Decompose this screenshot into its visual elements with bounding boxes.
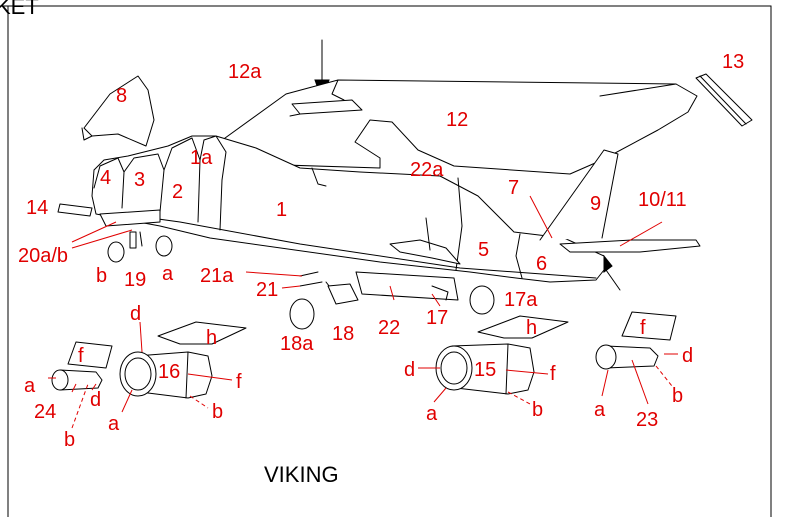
panel-h-right: [477, 315, 569, 339]
label-d: d: [130, 303, 141, 325]
fuselage: [91, 135, 605, 283]
label-6: 6: [536, 253, 547, 275]
vertical-tail: [539, 149, 619, 241]
label-9: 9: [590, 193, 601, 215]
label-b2: b: [212, 401, 223, 423]
label-a3: a: [108, 413, 120, 435]
label-7: 7: [508, 177, 519, 199]
label-b: b: [96, 265, 107, 287]
label-21a: 21a: [200, 265, 234, 287]
label-1: 1: [276, 199, 287, 221]
label-a4: a: [426, 403, 438, 425]
label-16: 16: [158, 361, 180, 383]
label-b4: b: [672, 385, 683, 407]
pod-24: [51, 369, 103, 391]
panel-f-right: [621, 311, 677, 341]
label-12: 12: [446, 109, 468, 131]
label-2: 2: [172, 181, 183, 203]
label-a5: a: [594, 399, 606, 421]
panel-h-left: [157, 321, 247, 345]
engine-pod-16: [119, 351, 213, 399]
horizontal-tail: [559, 239, 701, 253]
label-18a: 18a: [280, 333, 314, 355]
label-h2: h: [526, 317, 537, 339]
label-20ab: 20a/b: [18, 245, 68, 267]
label-17: 17: [426, 307, 448, 329]
diagram-title: VIKING: [264, 462, 339, 487]
label-b5: b: [64, 429, 75, 451]
label-f: f: [78, 345, 84, 367]
label-8: 8: [116, 85, 127, 107]
main-wheel-17a: [469, 285, 495, 315]
page-frame: [0, 5, 772, 517]
part-14-bar: [57, 203, 93, 217]
label-d2: d: [404, 359, 415, 381]
label-b3: b: [532, 399, 543, 421]
engine-pod-15: [435, 343, 535, 395]
main-wing: [213, 79, 698, 175]
label-1a: 1a: [190, 147, 213, 169]
label-24: 24: [34, 401, 56, 423]
label-15: 15: [474, 359, 496, 381]
part-8-canopy-piece: [83, 75, 155, 147]
label-13: 13: [722, 51, 744, 73]
main-wheel-18a: [289, 298, 315, 330]
label-5: 5: [478, 239, 489, 261]
label-a: a: [162, 263, 174, 285]
part-13-strip: [695, 73, 753, 127]
aircraft-drawing: [91, 39, 701, 330]
label-23: 23: [636, 409, 658, 431]
nose-wheel-b: [107, 241, 125, 263]
label-10-11: 10/11: [638, 189, 687, 211]
label-3: 3: [134, 169, 145, 191]
part-labels: 12a 13 8 12 1a 4 3 2 22a 7 9 10/11 14 1 …: [18, 51, 744, 451]
leader-lines: [48, 195, 678, 429]
nose-wheel-a: [155, 235, 173, 257]
label-14: 14: [26, 197, 48, 219]
label-4: 4: [100, 167, 111, 189]
panel-f-left: [67, 341, 113, 369]
label-17a: 17a: [504, 289, 538, 311]
pod-23: [595, 344, 659, 370]
label-d3: d: [682, 345, 693, 367]
label-22a: 22a: [410, 159, 444, 181]
label-22: 22: [378, 317, 400, 339]
label-18: 18: [332, 323, 354, 345]
label-f3: f: [236, 371, 242, 393]
label-a2: a: [24, 375, 36, 397]
label-h: h: [206, 327, 217, 349]
label-f4: f: [550, 363, 556, 385]
label-12a: 12a: [228, 61, 262, 83]
label-21: 21: [256, 279, 278, 301]
header-fragment: KET: [0, 0, 39, 19]
label-d4: d: [90, 389, 101, 411]
label-19: 19: [124, 269, 146, 291]
label-f2: f: [640, 317, 646, 339]
